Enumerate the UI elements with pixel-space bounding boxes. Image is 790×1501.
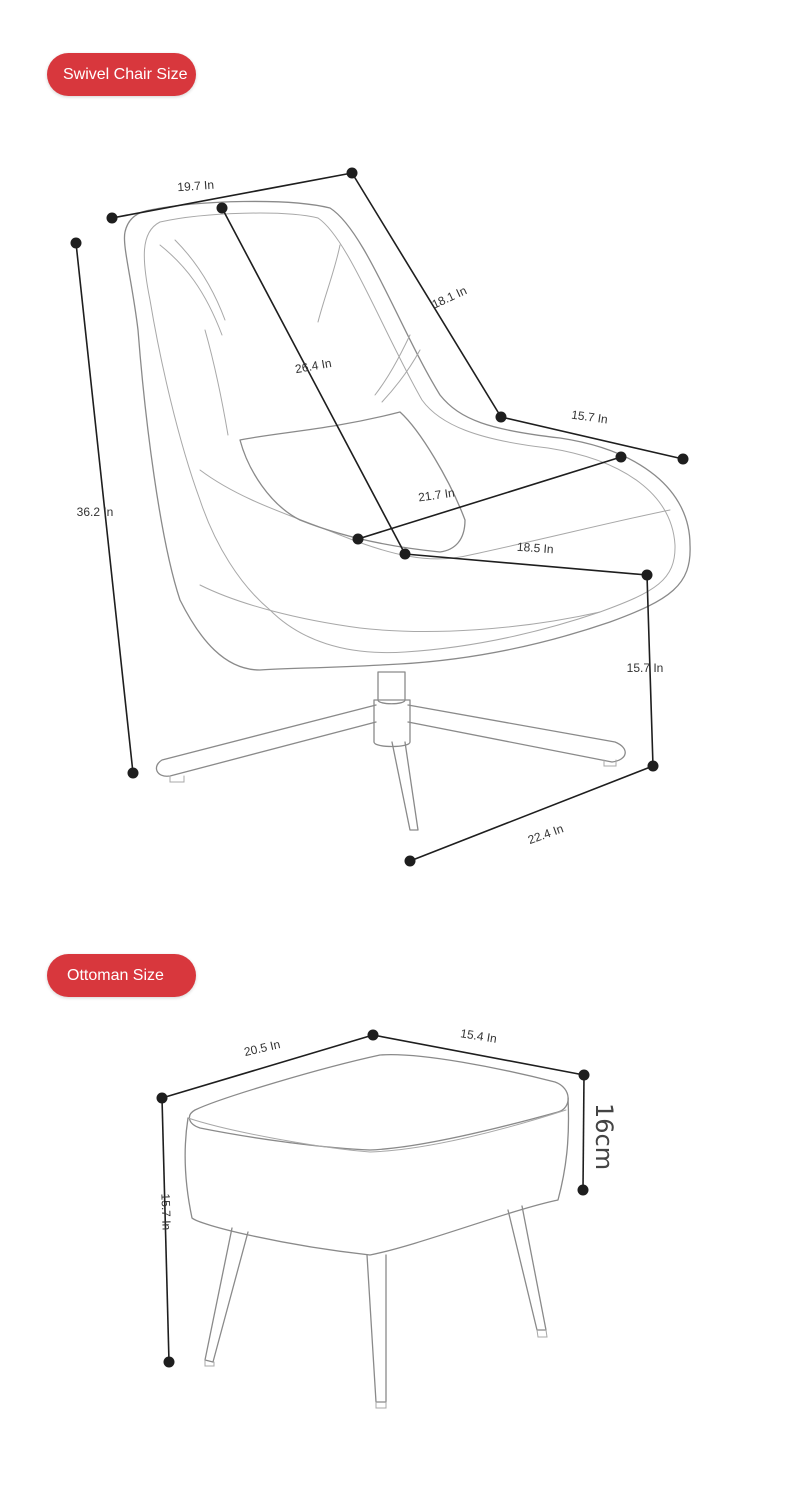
chair-tuft-line bbox=[374, 334, 411, 396]
label-arm-width: 15.7 In bbox=[570, 408, 608, 427]
swivel-chair-size-badge: Swivel Chair Size bbox=[47, 53, 196, 96]
chair-swivel-column bbox=[377, 671, 406, 705]
dimension-line-seat-height bbox=[646, 574, 654, 767]
ottoman-leg bbox=[204, 1227, 249, 1363]
label-side-depth: 18.1 In bbox=[430, 283, 469, 311]
ottoman-size-badge: Ottoman Size bbox=[47, 954, 196, 997]
dimension-point bbox=[647, 760, 659, 772]
dimension-point bbox=[216, 202, 228, 214]
label-seat-depth: 18.5 In bbox=[516, 540, 554, 557]
chair-column-base bbox=[373, 699, 411, 748]
ottoman-dimension-lines: 20.5 In 15.4 In 15.7 In 16cm bbox=[156, 1026, 618, 1368]
dimension-point bbox=[399, 548, 411, 560]
dimension-line-arm-width bbox=[500, 416, 684, 460]
dimension-line-ottoman-height bbox=[161, 1097, 170, 1363]
dimension-point bbox=[106, 212, 118, 224]
ottoman-body-outline bbox=[184, 1097, 570, 1256]
dimension-point bbox=[127, 767, 139, 779]
chair-tuft-line bbox=[317, 244, 341, 323]
chair-base-leg bbox=[407, 704, 626, 763]
chair-base-leg bbox=[155, 704, 377, 777]
label-back-height: 26.4 In bbox=[294, 356, 333, 376]
label-ottoman-cushion: 16cm bbox=[590, 1103, 618, 1170]
chair-leg-foot bbox=[603, 759, 617, 767]
dimension-line-ottoman-depth bbox=[372, 1034, 585, 1076]
ottoman-top-outline bbox=[188, 1053, 569, 1151]
dimension-line-back-height bbox=[221, 207, 406, 555]
chair-shell-outline bbox=[123, 200, 691, 671]
chair-tuft-line bbox=[159, 244, 223, 336]
dimension-point bbox=[352, 533, 364, 545]
dimension-point bbox=[578, 1069, 590, 1081]
dimension-line-total-height bbox=[75, 242, 134, 774]
chair-dimension-lines: 19.7 In 18.1 In 15.7 In 26.4 In 36.2 In … bbox=[70, 167, 689, 867]
chair-tuft-line bbox=[174, 239, 226, 321]
label-total-height: 36.2 In bbox=[77, 505, 114, 519]
label-seat-width: 21.7 In bbox=[417, 486, 455, 505]
dimension-point bbox=[156, 1092, 168, 1104]
label-ottoman-width: 20.5 In bbox=[243, 1037, 282, 1059]
dimension-line-ottoman-width bbox=[161, 1034, 374, 1099]
dimension-point bbox=[495, 411, 507, 423]
dimension-line-side-depth bbox=[351, 172, 502, 418]
label-ottoman-height: 15.7 In bbox=[158, 1193, 173, 1230]
dimension-point bbox=[404, 855, 416, 867]
label-back-width: 19.7 In bbox=[177, 178, 215, 195]
chair-lower-shell bbox=[199, 584, 601, 632]
label-seat-height: 15.7 In bbox=[627, 661, 664, 675]
dimension-point bbox=[677, 453, 689, 465]
ottoman-leg bbox=[507, 1205, 547, 1331]
chair-tuft-line bbox=[204, 329, 229, 436]
dimension-line-seat-width bbox=[357, 456, 622, 540]
dimension-point bbox=[641, 569, 653, 581]
ottoman-illustration bbox=[184, 1053, 570, 1409]
ottoman-leg bbox=[366, 1254, 387, 1403]
ottoman-top-piping bbox=[187, 1109, 567, 1153]
chair-seat-edge bbox=[199, 469, 671, 560]
dimension-point bbox=[70, 237, 82, 249]
dimension-line-ottoman-cushion bbox=[582, 1074, 585, 1191]
dimension-point bbox=[367, 1029, 379, 1041]
dimension-line-seat-depth bbox=[404, 553, 648, 576]
chair-tuft-line bbox=[381, 349, 421, 403]
chair-lumbar-pillow bbox=[239, 411, 466, 553]
label-base-width: 22.4 In bbox=[526, 821, 565, 847]
chair-shell-piping bbox=[143, 212, 676, 654]
chair-base-leg bbox=[391, 741, 419, 831]
dimension-line-back-width bbox=[111, 172, 353, 219]
dimension-point bbox=[346, 167, 358, 179]
swivel-chair-illustration bbox=[123, 200, 691, 831]
ottoman-leg-foot bbox=[536, 1329, 548, 1338]
dimension-point bbox=[163, 1356, 175, 1368]
ottoman-leg-foot bbox=[204, 1359, 215, 1367]
dimension-line-base-width bbox=[409, 765, 654, 862]
label-ottoman-depth: 15.4 In bbox=[459, 1026, 497, 1046]
dimension-point bbox=[577, 1184, 589, 1196]
chair-leg-foot bbox=[169, 775, 185, 783]
dimension-point bbox=[615, 451, 627, 463]
ottoman-leg-foot bbox=[375, 1401, 387, 1409]
